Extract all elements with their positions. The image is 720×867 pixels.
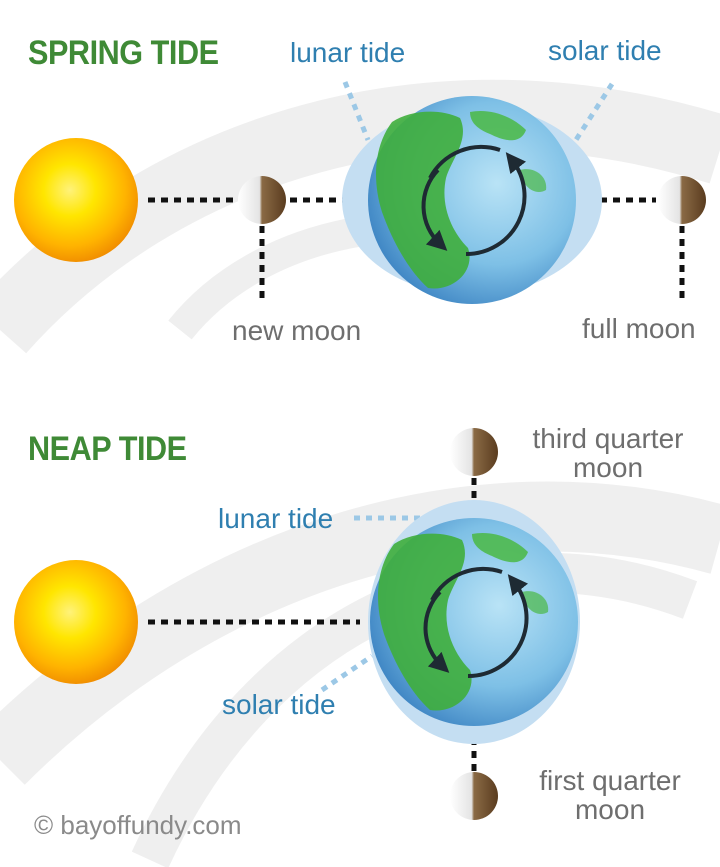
third-quarter-line1: third quarter — [532, 423, 684, 454]
sun-icon — [14, 560, 138, 684]
spring-solar-tide-label: solar tide — [548, 35, 662, 66]
moon-icon — [450, 772, 498, 820]
moon-icon — [238, 176, 286, 224]
spring-tide-pointers — [342, 81, 615, 148]
full-moon-label: full moon — [582, 313, 696, 344]
third-quarter-moon-label: third quarter moon — [510, 424, 706, 483]
first-quarter-line2: moon — [574, 794, 646, 826]
neap-tide-heading: NEAP TIDE — [28, 430, 187, 468]
first-quarter-moon-label: first quarter moon — [512, 766, 708, 825]
neap-solar-tide-label: solar tide — [222, 689, 336, 720]
neap-tide-pointers — [320, 515, 420, 693]
spring-tide-heading: SPRING TIDE — [28, 34, 219, 72]
third-quarter-line2: moon — [572, 452, 644, 484]
neap-lunar-tide-label: lunar tide — [218, 503, 334, 534]
moon-icon — [450, 428, 498, 476]
sun-icon — [14, 138, 138, 262]
first-quarter-line1: first quarter — [539, 765, 681, 796]
copyright-credit: © bayoffundy.com — [34, 810, 242, 840]
new-moon-label: new moon — [232, 315, 362, 346]
spring-lunar-tide-label: lunar tide — [290, 37, 406, 68]
moon-icon — [658, 176, 706, 224]
earth-icon — [342, 96, 602, 304]
earth-icon — [368, 500, 580, 744]
spring-alignment-lines — [148, 197, 685, 304]
